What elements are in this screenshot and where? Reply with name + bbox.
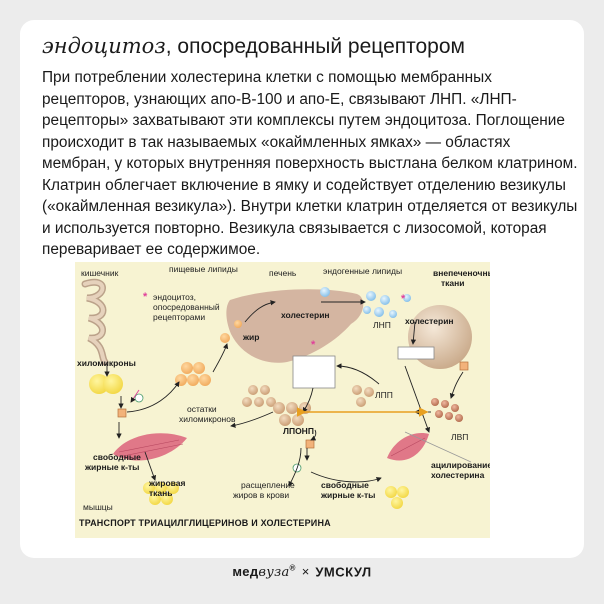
adipose-left-shape (143, 482, 179, 505)
label-endo-1: эндоцитоз, (153, 292, 196, 302)
muscle-left-shape (113, 433, 187, 461)
label-extrahepatic-2: ткани (441, 278, 465, 288)
label-ffa-right-1: свободные (321, 480, 369, 490)
lipase-arrow (130, 389, 140, 403)
label-extrahepatic-1: внепеченочные (433, 268, 490, 278)
label-ffa-left-2: жирные к-ты (84, 462, 139, 472)
brand-medvuza-part2: вуза (258, 565, 290, 581)
svg-text:*: * (143, 291, 148, 303)
reaction-squares (117, 361, 469, 449)
label-muscles: мышцы (83, 502, 113, 512)
body-paragraph: При потреблении холестерина клетки с пом… (42, 69, 578, 258)
label-dietary-lipids: пищевые липиды (169, 264, 238, 274)
brand-medvuza: медвуза® (232, 564, 296, 581)
vldl-particles (273, 402, 311, 426)
label-remnants-1: остатки (187, 404, 217, 414)
page-title: эндоцитоз, опосредованный рецептором (42, 34, 572, 59)
intestine-shape (81, 278, 109, 366)
label-acyl-1: ацилирование (431, 460, 490, 470)
tissue-cell-box (397, 346, 435, 360)
grey-connector-line (404, 431, 472, 463)
label-endo-3: рецепторами (153, 312, 205, 322)
hdl-particles (431, 398, 463, 422)
label-chylomicrons: хиломикроны (77, 358, 136, 368)
diagram-caption: ТРАНСПОРТ ТРИАЦИЛГЛИЦЕРИНОВ И ХОЛЕСТЕРИН… (79, 518, 331, 528)
label-fat: жир (242, 332, 259, 342)
fat-particles (175, 320, 242, 386)
title-rest: , опосредованный рецептором (165, 35, 465, 58)
label-liver: печень (269, 268, 297, 278)
title-italic: эндоцитоз (42, 34, 166, 58)
label-endo-2: опосредованный (153, 302, 220, 312)
liver-cell-box (292, 355, 336, 389)
label-ldl: ЛНП (373, 320, 391, 330)
label-cleavage-1: расщепление (241, 480, 295, 490)
label-hdl: ЛВП (451, 432, 468, 442)
receptor-star-icons: * * * (143, 291, 406, 351)
label-adipose-1: жировая (148, 478, 185, 488)
idl-particles (242, 385, 276, 407)
liver-shape (226, 289, 364, 363)
brand-separator: × (301, 564, 310, 580)
svg-text:*: * (311, 339, 316, 351)
label-intestine: кишечник (81, 268, 119, 278)
label-idl: ЛПП (375, 390, 393, 400)
label-cholesterol-tissue: холестерин (405, 316, 454, 326)
lpp-particles (352, 385, 374, 407)
muscle-right-shape (387, 433, 429, 461)
label-remnants-2: хиломикронов (179, 414, 236, 424)
brand-medvuza-part1: мед (232, 564, 259, 580)
brand-umskul: УМСКУЛ (315, 564, 372, 580)
ldl-particles (320, 287, 411, 318)
svg-text:*: * (401, 293, 406, 305)
footer-brands: медвуза® × УМСКУЛ (0, 564, 604, 580)
brand-medvuza-mark: ® (289, 564, 296, 573)
chylomicron-particles (89, 374, 123, 394)
adipose-right-shape (385, 486, 409, 509)
label-endogenous-lipids: эндогенные липиды (323, 266, 402, 276)
label-vldl: ЛПОНП (283, 426, 314, 436)
label-cleavage-2: жиров в крови (233, 490, 289, 500)
lipid-transport-diagram: * * * кишечник пищевые липиды печень энд… (75, 262, 490, 538)
label-cholesterol-liver: холестерин (281, 310, 330, 320)
label-ffa-left-1: свободные (93, 452, 141, 462)
label-ffa-right-2: жирные к-ты (320, 490, 375, 500)
label-adipose-2: ткань (149, 488, 173, 498)
label-acyl-2: холестерина (431, 470, 485, 480)
